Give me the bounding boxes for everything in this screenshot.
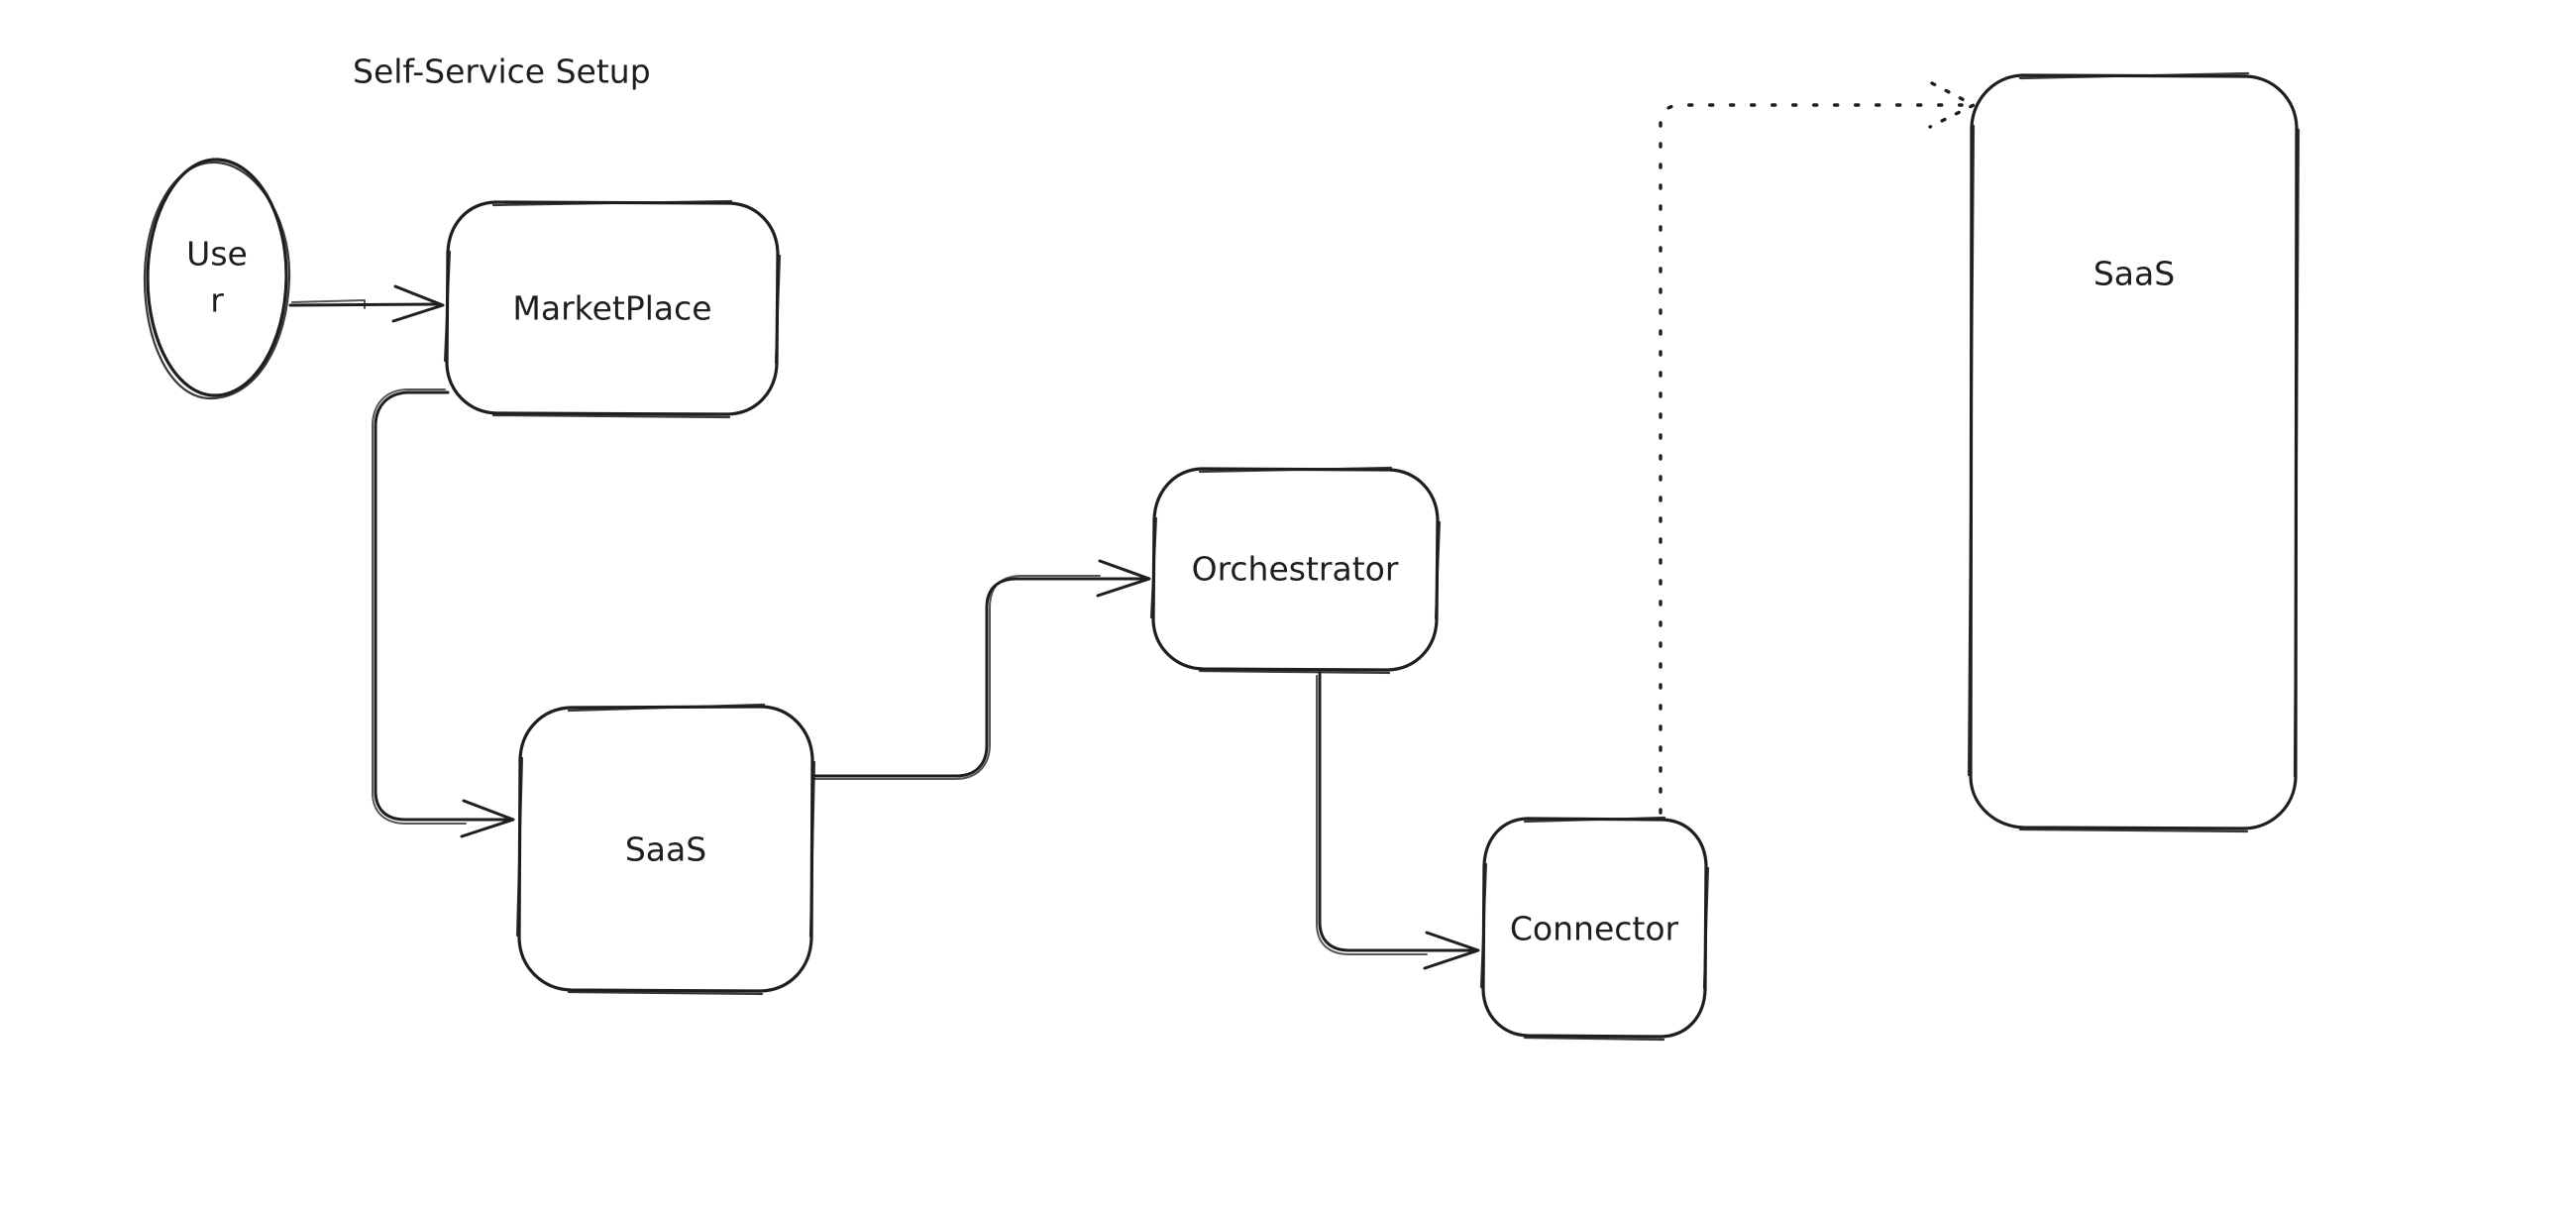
edge-marketplace-saas-path-sketch <box>372 388 467 825</box>
edge-connector-saas-right-arrowhead <box>1928 81 1976 129</box>
node-saas-right[interactable]: SaaS <box>1967 71 2301 833</box>
edge-marketplace-to-saas <box>372 388 515 838</box>
saas-left-box-outline-sketch <box>515 703 816 996</box>
node-saas-left[interactable]: SaaS <box>515 703 816 996</box>
edge-connector-to-saas-right <box>1659 81 1976 815</box>
edge-user-marketplace-arrowhead <box>391 284 445 323</box>
node-user[interactable]: Use r <box>143 158 291 400</box>
edge-orchestrator-connector-path <box>1318 671 1476 952</box>
node-saas-left-label: SaaS <box>625 830 706 869</box>
edge-saas-orchestrator-path <box>811 577 1146 778</box>
marketplace-box-outline-sketch <box>443 199 782 419</box>
edge-user-marketplace-path-sketch <box>291 299 366 309</box>
edge-saas-orchestrator-arrowhead <box>1096 559 1151 598</box>
node-orchestrator-label: Orchestrator <box>1192 550 1399 589</box>
node-marketplace-label: MarketPlace <box>512 289 711 328</box>
edge-orchestrator-to-connector <box>1316 671 1480 970</box>
edge-connector-saas-right-dotted-path <box>1659 103 1964 815</box>
connector-box-outline <box>1481 817 1708 1039</box>
edge-user-to-marketplace <box>288 284 445 323</box>
user-ellipse-outline-sketch <box>143 161 291 400</box>
saas-right-box-outline <box>1969 73 2299 830</box>
connector-box-outline-sketch <box>1479 816 1710 1042</box>
node-connector[interactable]: Connector <box>1479 816 1710 1042</box>
node-user-label-line2: r <box>210 281 224 320</box>
node-user-label-line1: Use <box>186 235 248 274</box>
saas-right-box-outline-sketch <box>1967 71 2301 833</box>
user-ellipse-outline <box>146 158 288 397</box>
orchestrator-box-outline-sketch <box>1149 466 1442 675</box>
orchestrator-box-outline <box>1151 467 1440 672</box>
edge-orchestrator-connector-arrowhead <box>1423 931 1480 970</box>
saas-left-box-outline <box>517 705 814 993</box>
node-connector-label: Connector <box>1510 910 1679 948</box>
diagram-title: Self-Service Setup <box>353 53 651 91</box>
edge-saas-orchestrator-path-sketch <box>813 575 1101 780</box>
node-saas-right-label: SaaS <box>2093 255 2175 293</box>
node-marketplace[interactable]: MarketPlace <box>443 199 782 419</box>
edge-marketplace-saas-arrowhead <box>460 799 515 838</box>
marketplace-box-outline <box>445 200 780 416</box>
edge-saas-to-orchestrator <box>811 559 1151 780</box>
edge-marketplace-saas-path <box>374 390 510 822</box>
node-orchestrator[interactable]: Orchestrator <box>1149 466 1442 675</box>
edge-orchestrator-connector-path-sketch <box>1316 675 1428 955</box>
